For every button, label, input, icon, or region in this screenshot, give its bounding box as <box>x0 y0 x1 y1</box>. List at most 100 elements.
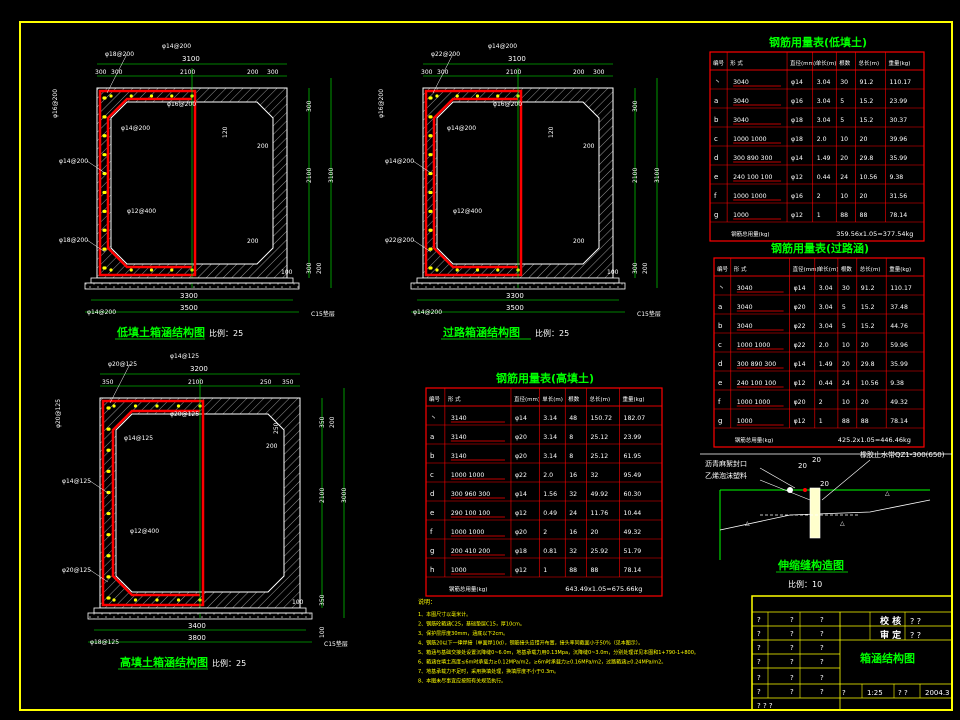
table-cell: g <box>718 417 722 425</box>
rebar-dot <box>176 598 181 602</box>
rebar-dot <box>133 404 138 408</box>
table-cell: 24 <box>569 510 577 517</box>
joint-label-waterstop: 橡胶止水带QZ1-300(650) <box>860 450 945 459</box>
rebar-dot <box>107 596 111 600</box>
tb-check-val: ? ? <box>910 617 921 626</box>
tb-date: 2004.3 <box>925 689 950 697</box>
rebar-inner <box>432 97 518 269</box>
table-header-cell: 单长(m) <box>818 265 839 273</box>
tb-q-mark: ? <box>790 644 794 652</box>
table-cell: 3040 <box>737 304 753 311</box>
table-border <box>713 257 925 448</box>
dim-bottom-inner: 3300 <box>180 292 198 300</box>
rebar-dot <box>435 94 439 98</box>
table-cell: 150.72 <box>590 415 612 422</box>
leader <box>412 239 432 253</box>
dim-h120: 120 <box>222 126 229 138</box>
tb-audit-val: ? ? <box>910 631 921 640</box>
dim-bottom-inner: 3300 <box>506 292 524 300</box>
section-title: 低填土箱涵结构图 <box>116 325 205 339</box>
rebar-table-low: 钢筋用量表(低填土)编号形 式直径(mm)单长(m)根数总长(m)重量(kg)丶… <box>709 35 925 242</box>
table-cell: 11.76 <box>590 510 608 517</box>
leader <box>86 160 106 174</box>
dim-h100b: 100 <box>319 626 326 638</box>
table-cell: 1000 <box>733 212 749 219</box>
rebar-dot <box>129 268 133 272</box>
rebar-label-mid: φ12@400 <box>453 208 482 215</box>
rebar-label-top: φ14@200 <box>162 43 191 50</box>
rebar-dot <box>475 94 480 98</box>
dim-w300c: 300 <box>593 69 605 76</box>
rebar-dot <box>428 153 432 157</box>
table-cell: 20 <box>861 399 869 406</box>
rebar-label-top-left: φ20@125 <box>108 361 137 368</box>
table-cell: 240 100 100 <box>733 174 772 181</box>
table-cell: 49.32 <box>890 399 908 406</box>
dim-h200: 200 <box>642 262 649 274</box>
tb-q-mark: ? <box>790 616 794 624</box>
table-cell: 1.49 <box>819 361 833 368</box>
table-cell: 88 <box>860 212 868 219</box>
table-cell: 8 <box>569 453 573 460</box>
table-cell: 3040 <box>733 98 749 105</box>
table-cell: 1000 1000 <box>451 529 485 536</box>
joint-dim-a: 20 <box>798 462 807 470</box>
table-cell: f <box>718 398 721 406</box>
table-header-cell: 重量(kg) <box>888 59 910 67</box>
dim-h100: 100 <box>281 269 293 276</box>
table-cell: 3040 <box>733 79 749 86</box>
table-cell: 0.81 <box>543 548 557 555</box>
rebar-inner <box>106 97 192 269</box>
table-cell: 240 100 100 <box>737 380 776 387</box>
table-cell: e <box>714 173 718 181</box>
table-cell: φ12 <box>794 380 806 387</box>
table-cell: 3.04 <box>819 304 833 311</box>
dim-h120: 120 <box>548 126 555 138</box>
rebar-label-inner-top: φ16@200 <box>493 101 522 108</box>
rebar-label-bot-left: φ18@200 <box>59 237 88 244</box>
dim-bottom-outer: 3500 <box>506 304 524 312</box>
section-scale: 比例：25 <box>212 658 246 668</box>
tb-q-mark: ? <box>757 658 761 666</box>
tb-q-mark: ? <box>757 688 761 696</box>
table-cell: e <box>718 379 722 387</box>
dim-h200: 200 <box>316 262 323 274</box>
foundation-label: C15垫层 <box>311 310 335 318</box>
dim-w200: 200 <box>573 69 585 76</box>
tb-q-mark: ? <box>757 630 761 638</box>
table-header-cell: 直径(mm) <box>790 59 816 67</box>
table-cell: 78.14 <box>624 567 642 574</box>
rebar-label-top: φ14@200 <box>488 43 517 50</box>
rebar-dot <box>102 228 106 232</box>
table-cell: a <box>718 303 722 311</box>
table-cell: 3140 <box>451 453 467 460</box>
table-cell: 15.2 <box>860 117 874 124</box>
table-cell: φ22 <box>515 472 527 479</box>
dim-haunch: 200 <box>266 443 278 450</box>
rebar-label-inner-top: φ20@125 <box>170 411 199 418</box>
rebar-label-top-left: φ18@200 <box>105 51 134 58</box>
drawing-frame <box>19 21 953 711</box>
tb-q-mark: ? <box>757 674 761 682</box>
tb-q-mark: ? <box>820 688 824 696</box>
rebar-dot <box>475 268 480 272</box>
table-cell: 0.44 <box>819 380 833 387</box>
table-cell: 1 <box>819 418 823 425</box>
table-cell: b <box>430 452 435 460</box>
section-title: 高填土箱涵结构图 <box>120 655 208 669</box>
table-border <box>709 51 925 242</box>
rebar-dot <box>170 94 174 98</box>
table-cell: 15.2 <box>861 304 875 311</box>
rebar-label-mid: φ12@400 <box>127 208 156 215</box>
table-cell: g <box>714 211 718 219</box>
table-cell: 290 100 100 <box>451 510 490 517</box>
tb-drawing-name: 箱涵结构图 <box>860 651 915 665</box>
tb-q3: ? ? ? <box>757 702 773 710</box>
table-cell: 1000 <box>451 567 467 574</box>
dim-w300a: 300 <box>421 69 433 76</box>
rebar-dot <box>428 190 432 195</box>
tb-check-label: 校 核 <box>880 615 901 627</box>
dim-w300b: 300 <box>111 69 123 76</box>
table-cell: φ14 <box>791 155 803 162</box>
